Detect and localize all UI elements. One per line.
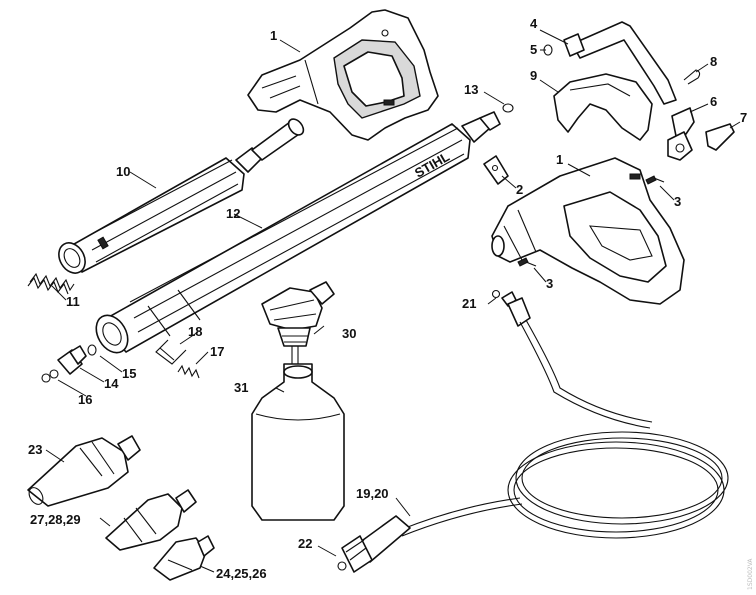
callout-1-upper: 1 [270,28,277,43]
bracket-7 [705,123,735,151]
callout-7: 7 [740,110,747,125]
callout-21: 21 [462,296,476,311]
callout-27-29: 27,28,29 [30,512,81,527]
valve-6 [667,107,695,161]
connector-14 [57,345,87,375]
small-seal-13 [502,103,514,113]
callout-3-upper: 3 [674,194,681,209]
seals-16 [41,369,59,383]
watermark: 1SD002VA [747,558,754,590]
callout-16: 16 [78,392,92,407]
callout-22: 22 [298,536,312,551]
seal-15 [87,344,97,356]
upper-gun-handle [247,9,439,141]
callout-3-lower: 3 [546,276,553,291]
rotary-nozzle-23 [27,435,141,507]
callout-labels: 1 4 5 8 9 6 7 13 10 12 1 2 3 3 11 21 30 … [28,16,747,581]
callout-24-26: 24,25,26 [216,566,267,581]
screw-3a [645,175,665,185]
callout-1-lower: 1 [556,152,563,167]
nozzle-27-29 [105,489,197,551]
wire-clip-18 [155,339,187,365]
callout-11: 11 [66,294,80,309]
wand-extension [58,118,305,274]
callout-10: 10 [116,164,130,179]
callout-6: 6 [710,94,717,109]
spring [27,272,75,295]
callout-2: 2 [516,182,523,197]
nozzle-24-26 [153,535,215,581]
foam-nozzle [261,281,335,370]
clip-2 [483,155,509,185]
clip-8 [683,69,701,85]
callout-8: 8 [710,54,717,69]
seal-22 [337,561,347,571]
callout-12: 12 [226,206,240,221]
hose-19-20 [341,319,729,573]
callout-13: 13 [464,82,478,97]
callout-30: 30 [342,326,356,341]
leader-lines [45,29,741,573]
callout-14: 14 [104,376,119,391]
screw-3b [517,257,537,267]
callout-4: 4 [530,16,538,31]
callout-31: 31 [234,380,248,395]
trigger-rod [543,21,677,105]
callout-17: 17 [210,344,224,359]
spring-17 [177,364,200,379]
callout-9: 9 [530,68,537,83]
lower-gun-handle [491,157,685,305]
callout-5: 5 [530,42,537,57]
hose-fitting-21 [491,289,531,327]
callout-18: 18 [188,324,202,339]
detergent-bottle [251,363,345,521]
callout-19-20: 19,20 [356,486,389,501]
callout-15: 15 [122,366,136,381]
callout-23: 23 [28,442,42,457]
trigger-guard [553,73,653,141]
